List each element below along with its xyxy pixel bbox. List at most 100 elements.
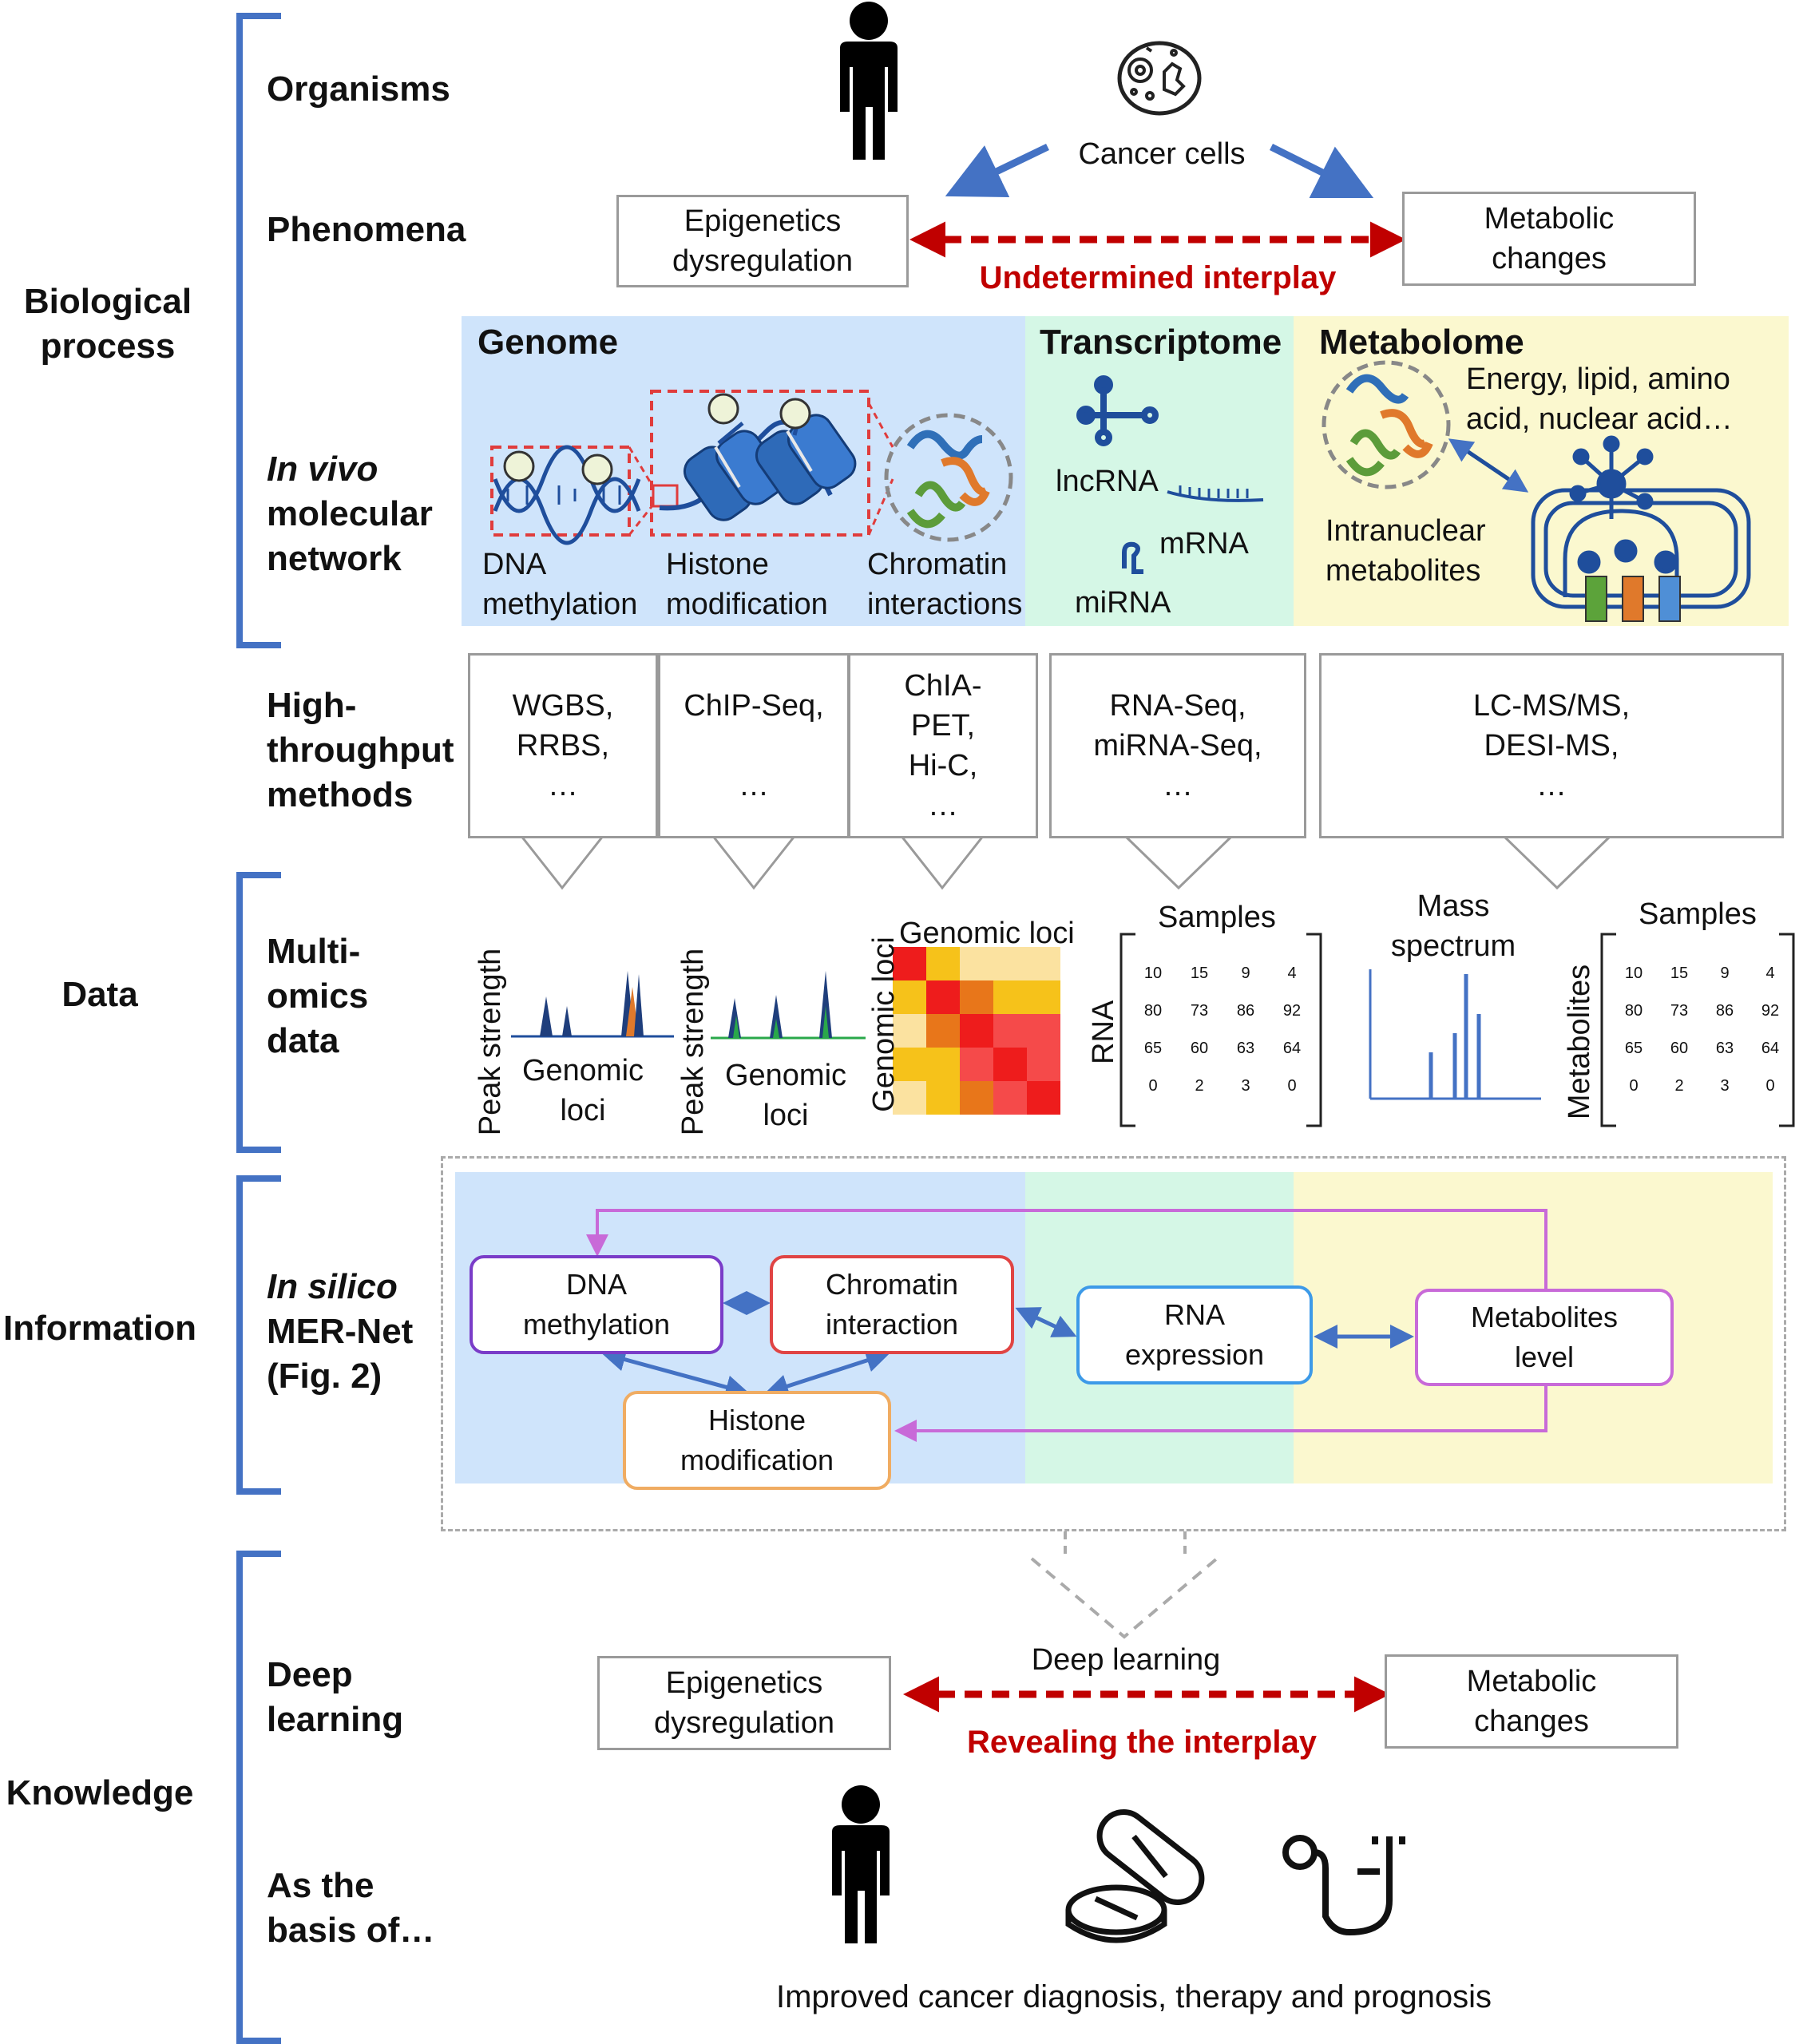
row-basis-line1: As the xyxy=(267,1866,374,1905)
peak-chart-1 xyxy=(511,971,674,1038)
row-mo-line3: data xyxy=(267,1021,339,1060)
metabolite-molecule-icon xyxy=(1569,435,1678,574)
rna-icon xyxy=(1076,375,1159,446)
matrix-cell: 80 xyxy=(1143,1002,1163,1020)
n-dna-line1: DNA xyxy=(565,1268,627,1301)
mrna-label: mRNA xyxy=(1159,527,1249,561)
purple-feedback-edges xyxy=(586,1209,1547,1442)
mass-line1: Mass xyxy=(1417,889,1490,923)
n-rna-line1: RNA xyxy=(1163,1298,1225,1331)
top-meta-line1: Metabolic xyxy=(1484,202,1615,236)
row-high-throughput: High- throughput methods xyxy=(267,683,454,818)
method-box-wgbs: WGBS,RRBS,… xyxy=(468,653,658,838)
stage-information: Information xyxy=(3,1309,196,1348)
pill-icon xyxy=(1065,1809,1205,1943)
undetermined-interplay: Undetermined interplay xyxy=(979,260,1337,295)
section-brackets xyxy=(236,13,281,2044)
matrix-cell: 2 xyxy=(1195,1077,1204,1095)
energy-line2: acid, nuclear acid… xyxy=(1466,402,1733,436)
stage-data: Data xyxy=(61,975,138,1014)
n-rna-line2: expression xyxy=(1124,1338,1265,1371)
heatmap-cell xyxy=(960,1081,993,1115)
energy-label: Energy, lipid, amino acid, nuclear acid… xyxy=(1466,359,1733,439)
dna-methylation-label: DNA methylation xyxy=(482,545,637,624)
histone-modification-label: Histone modification xyxy=(666,545,828,624)
node-rna-expression: RNA expression xyxy=(1076,1285,1313,1384)
rna-line3: … xyxy=(1163,769,1193,802)
matrix-cell: 0 xyxy=(1148,1077,1158,1095)
n-dna-line2: methylation xyxy=(522,1308,671,1341)
row-invivo-line2: molecular xyxy=(267,494,433,533)
method-box-arrows xyxy=(519,834,1613,890)
metabolome-title: Metabolome xyxy=(1319,323,1524,362)
top-meta-line2: changes xyxy=(1492,242,1607,275)
heatmap xyxy=(893,947,1060,1115)
row-mo-line1: Multi- xyxy=(267,932,361,971)
row-dl-line2: learning xyxy=(267,1700,404,1739)
heatmap-cell xyxy=(893,1048,926,1081)
b-epi-line2: dysregulation xyxy=(653,1706,835,1740)
lc-line1: LC-MS/MS, xyxy=(1472,689,1631,723)
intranuclear-line1: Intranuclear xyxy=(1326,514,1486,548)
heatmap-cell xyxy=(893,1014,926,1048)
mirna-label: miRNA xyxy=(1075,586,1171,620)
gl2-line1: Genomic xyxy=(724,1059,847,1092)
b-epi-line1: Epigenetics xyxy=(665,1666,823,1700)
genomic-loci-label-1: Genomic loci xyxy=(511,1051,655,1131)
cancer-cells-label: Cancer cells xyxy=(1078,137,1246,171)
matrix-cell: 64 xyxy=(1761,1040,1780,1057)
matrix-cell: 92 xyxy=(1282,1002,1302,1020)
rna-axis-label: RNA xyxy=(1087,1000,1120,1064)
peak-strength-label-1: Peak strength xyxy=(474,948,507,1136)
stage-biological-line1: Biological xyxy=(23,282,192,321)
genomic-loci-label-2: Genomic loci xyxy=(714,1056,858,1135)
gl1-line2: loci xyxy=(560,1094,606,1127)
method-box-rna: RNA-Seq,miRNA-Seq,… xyxy=(1049,653,1306,838)
row-ht-line1: High- xyxy=(267,686,357,725)
cancer-cell-icon xyxy=(1117,41,1202,116)
chromatin-interactions-label: Chromatin interactions xyxy=(867,545,1022,624)
rna-line2: miRNA-Seq, xyxy=(1093,729,1262,763)
heatmap-top-label: Genomic loci xyxy=(899,917,1075,950)
matrix-cell: 86 xyxy=(1236,1002,1255,1020)
matrix-cell: 3 xyxy=(1720,1077,1730,1095)
lc-line2: DESI-MS, xyxy=(1484,729,1619,763)
person-icon xyxy=(840,2,898,160)
matrix-cell: 15 xyxy=(1670,965,1689,982)
chia-line2: PET, xyxy=(910,709,976,743)
top-epi-line2: dysregulation xyxy=(672,244,854,278)
heatmap-cell xyxy=(993,980,1027,1014)
heatmap-cell xyxy=(893,947,926,980)
heatmap-cell xyxy=(960,1014,993,1048)
heatmap-cell xyxy=(893,980,926,1014)
stage-biological-line2: process xyxy=(40,327,176,366)
row-ht-line2: throughput xyxy=(267,731,454,770)
matrix-cell: 9 xyxy=(1720,965,1730,982)
mass-line2: spectrum xyxy=(1390,929,1516,963)
heatmap-cell xyxy=(1027,947,1060,980)
matrix-cell: 60 xyxy=(1670,1040,1689,1057)
mirna-icon xyxy=(1122,541,1143,574)
heatmap-side-label: Genomic loci xyxy=(867,937,901,1112)
deep-learning-label: Deep learning xyxy=(1031,1643,1221,1677)
row-ht-line3: methods xyxy=(267,775,414,814)
matrix-cell: 92 xyxy=(1761,1002,1780,1020)
deep-learning-chevron xyxy=(1030,1557,1219,1639)
matrix-brackets xyxy=(1119,933,1795,1127)
row-insilico-line3: (Fig. 2) xyxy=(267,1357,382,1396)
heatmap-cell xyxy=(926,1081,960,1115)
mass-spectrum-chart xyxy=(1369,969,1541,1100)
gl2-line2: loci xyxy=(763,1099,809,1132)
matrix-cell: 80 xyxy=(1624,1002,1643,1020)
matrix-cell: 4 xyxy=(1287,965,1297,982)
heatmap-cell xyxy=(926,1014,960,1048)
matrix-cell: 0 xyxy=(1765,1077,1775,1095)
dna-line2: methylation xyxy=(482,588,638,621)
top-epi-line1: Epigenetics xyxy=(684,204,842,238)
heatmap-cell xyxy=(1027,1081,1060,1115)
chip-line1: ChIP-Seq, xyxy=(684,689,824,723)
matrix-cell: 63 xyxy=(1236,1040,1255,1057)
